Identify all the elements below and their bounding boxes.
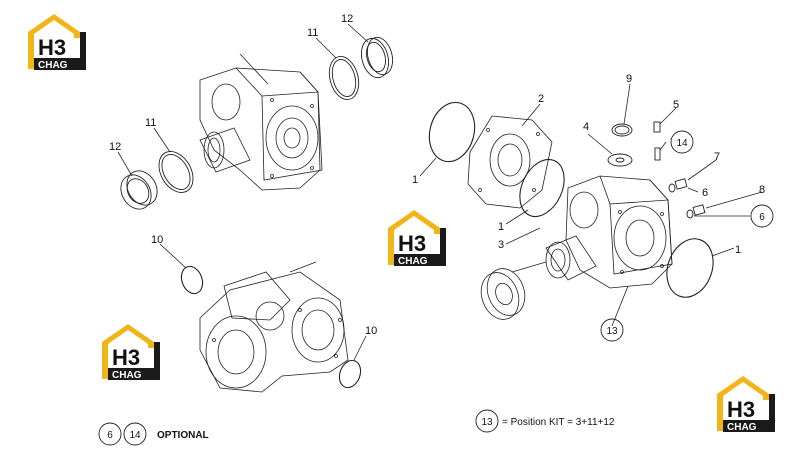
ring-11-top-left-upper [328, 55, 360, 101]
ring-12-top-left-upper [360, 36, 394, 79]
legend-optional-6: 6 [107, 430, 113, 441]
callout-10-upper: 10 [151, 234, 163, 246]
logo-brand: CHAG [38, 60, 68, 71]
callout-10-lower: 10 [365, 325, 377, 337]
callout-3: 3 [498, 239, 504, 251]
plug-5 [653, 121, 661, 161]
legend-optional-text: OPTIONAL [157, 430, 209, 441]
legend-kit-13: 13 [481, 417, 493, 428]
logo-brand: CHAG [727, 422, 757, 433]
washer-4 [607, 153, 633, 167]
ring-12-top-left-lower [120, 170, 158, 210]
oring-1-middle [519, 158, 565, 218]
cover-2 [467, 115, 553, 209]
callout-13-label: 13 [606, 326, 618, 337]
logo-brand: CHAG [398, 256, 428, 267]
callout-6-upper: 6 [702, 187, 708, 199]
leader-lines [117, 23, 763, 361]
logo-mark: H3 [398, 231, 426, 256]
logo-mark: H3 [727, 397, 755, 422]
logo-center: H3 CHAG [388, 210, 446, 267]
callout-8: 8 [759, 184, 765, 196]
callout-1-right: 1 [735, 244, 741, 256]
logo-brand: CHAG [112, 370, 142, 381]
callout-11-left: 11 [145, 117, 156, 129]
plug-8 [686, 204, 706, 219]
logo-bottom-right: H3 CHAG [717, 376, 775, 433]
callout-14-label: 14 [676, 138, 688, 149]
callout-14-circled: 14 [670, 130, 694, 154]
callout-9: 9 [626, 73, 632, 85]
housing-top-left [199, 53, 323, 191]
ring-11-top-left-lower [158, 151, 194, 193]
legend-kit: 13 = Position KIT = 3+11+12 [475, 409, 615, 433]
callout-4: 4 [583, 121, 589, 133]
legend-kit-text: = Position KIT = 3+11+12 [502, 417, 615, 428]
oring-1-left [428, 101, 476, 163]
logo-bottom-left: H3 CHAG [102, 324, 160, 381]
callout-11-top: 11 [307, 27, 318, 39]
logo-top-left: H3 CHAG [28, 14, 86, 71]
callout-1-middle: 1 [498, 221, 504, 233]
callout-12-left: 12 [109, 141, 121, 153]
callout-13-circled: 13 [600, 318, 624, 342]
callout-6-circled: 6 [750, 204, 774, 228]
callout-6-label: 6 [759, 212, 765, 223]
logo-mark: H3 [112, 345, 140, 370]
legend-optional-14: 14 [129, 430, 141, 441]
oring-1-right [666, 238, 714, 298]
oring-10-bottom-left-lower [338, 359, 362, 389]
oring-10-bottom-left-upper [180, 265, 204, 295]
ring-9 [611, 123, 633, 137]
logo-mark: H3 [38, 35, 66, 60]
housing-bottom-left [199, 261, 349, 393]
callout-12-top: 12 [341, 13, 353, 25]
callout-5: 5 [673, 99, 679, 111]
legend-optional: 6 14 OPTIONAL [98, 422, 209, 446]
plug-7 [668, 178, 688, 193]
callout-1-left: 1 [412, 174, 418, 186]
housing-3 [545, 175, 673, 289]
callout-2: 2 [538, 93, 544, 105]
callout-7: 7 [714, 151, 720, 163]
flange-bottom [480, 261, 547, 320]
